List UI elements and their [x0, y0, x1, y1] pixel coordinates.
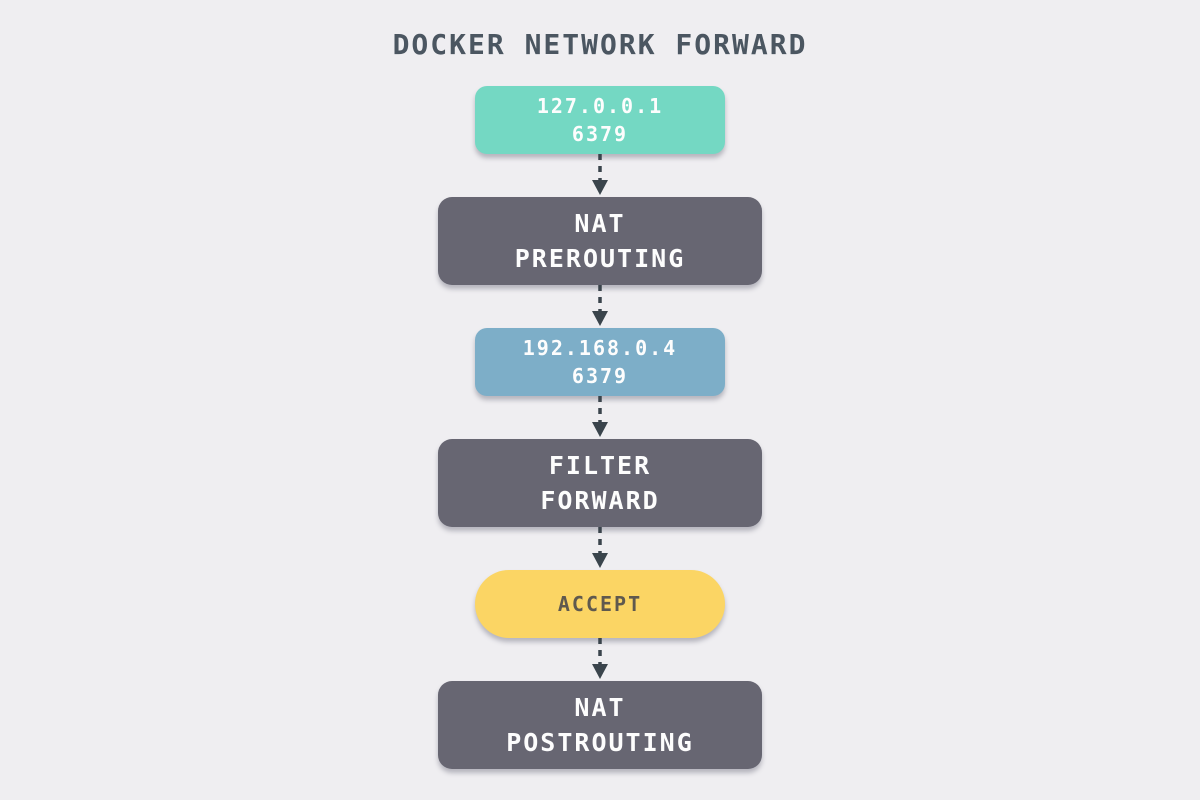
node-address-line: 127.0.0.1 — [536, 94, 664, 118]
arrow-down-icon — [592, 527, 608, 568]
node-port-line: 6379 — [571, 364, 629, 388]
node-table-line: FILTER — [548, 451, 652, 480]
node-port-line: 6379 — [571, 122, 629, 146]
node-nat-postrouting: NAT POSTROUTING — [438, 681, 762, 769]
arrow-down-icon — [592, 638, 608, 679]
node-verdict-line: ACCEPT — [557, 592, 643, 616]
node-chain-line: POSTROUTING — [506, 728, 694, 757]
node-chain-line: FORWARD — [540, 486, 660, 515]
node-table-line: NAT — [574, 693, 626, 722]
node-accept: ACCEPT — [475, 570, 725, 638]
diagram-title: DOCKER NETWORK FORWARD — [392, 28, 808, 61]
node-table-line: NAT — [574, 209, 626, 238]
node-chain-line: PREROUTING — [514, 244, 686, 273]
node-nat-prerouting: NAT PREROUTING — [438, 197, 762, 285]
arrow-down-icon — [592, 285, 608, 326]
flowchart: 127.0.0.1 6379 NAT PREROUTING 192.168.0.… — [438, 86, 762, 769]
node-source-endpoint: 127.0.0.1 6379 — [475, 86, 725, 154]
node-address-line: 192.168.0.4 — [522, 336, 678, 360]
node-filter-forward: FILTER FORWARD — [438, 439, 762, 527]
arrow-down-icon — [592, 396, 608, 437]
arrow-down-icon — [592, 154, 608, 195]
node-bridge-endpoint: 192.168.0.4 6379 — [475, 328, 725, 396]
